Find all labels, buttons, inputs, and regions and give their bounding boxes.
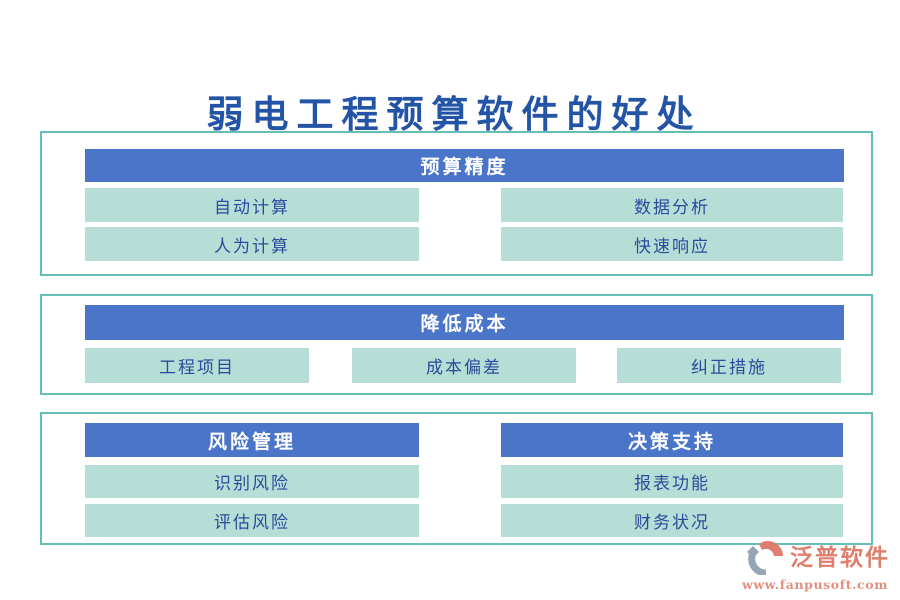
section-header-budget-accuracy: 预算精度: [85, 149, 844, 182]
brand-footer: 泛普软件 www.fanpusoft.com: [742, 539, 890, 592]
feature-item: 财务状况: [501, 504, 843, 537]
feature-item: 成本偏差: [352, 348, 576, 383]
feature-item: 识别风险: [85, 465, 419, 498]
section-risk-and-decision: 风险管理 决策支持 识别风险 评估风险 报表功能 财务状况: [40, 412, 873, 545]
brand-name: 泛普软件: [790, 543, 890, 571]
section-cost-reduction: 降低成本 工程项目 成本偏差 纠正措施: [40, 294, 873, 395]
feature-item: 纠正措施: [617, 348, 841, 383]
section-header-decision-support: 决策支持: [501, 423, 843, 457]
feature-item: 人为计算: [85, 227, 419, 261]
brand-url: www.fanpusoft.com: [742, 577, 889, 592]
feature-item: 工程项目: [85, 348, 309, 383]
feature-item: 快速响应: [501, 227, 843, 261]
feature-item: 报表功能: [501, 465, 843, 498]
section-budget-accuracy: 预算精度 自动计算 数据分析 人为计算 快速响应: [40, 131, 873, 276]
section-header-cost-reduction: 降低成本: [85, 305, 844, 340]
feature-item: 自动计算: [85, 188, 419, 222]
section-header-risk-management: 风险管理: [85, 423, 419, 457]
feature-item: 数据分析: [501, 188, 843, 222]
feature-item: 评估风险: [85, 504, 419, 537]
fanpu-logo-icon: [742, 539, 786, 575]
